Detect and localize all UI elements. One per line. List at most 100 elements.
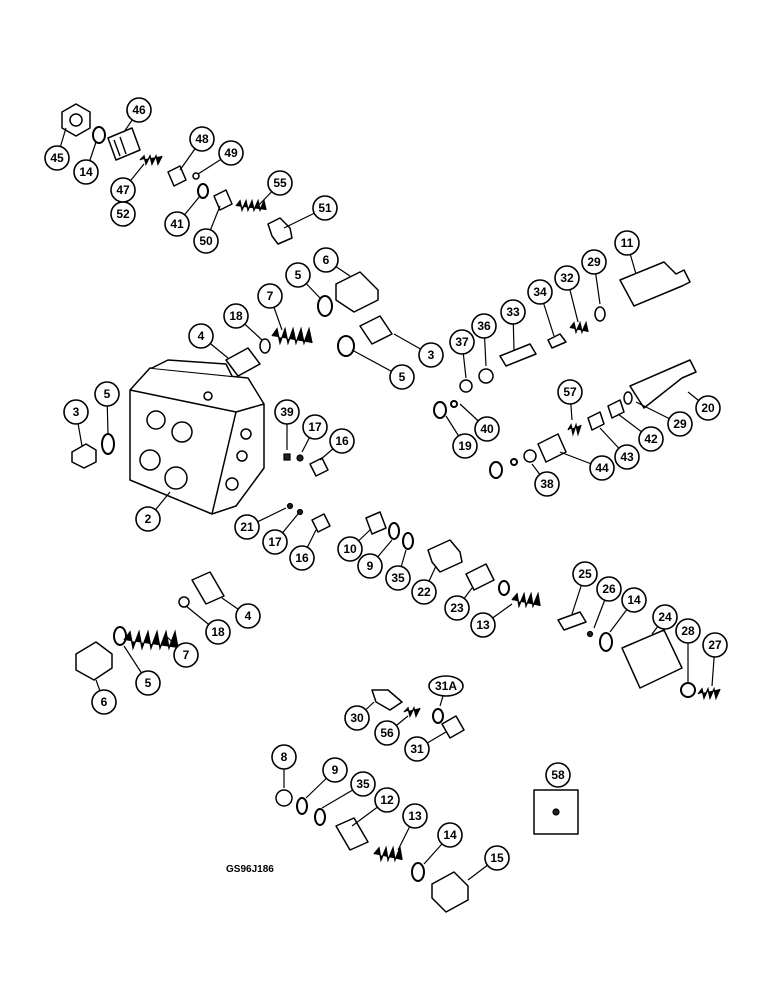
callout-label-c47: 47 [116, 183, 130, 197]
callout-label-c42: 42 [644, 432, 658, 446]
part-5-o-ring-left [101, 433, 115, 455]
callout-circle-c29b [667, 411, 693, 437]
part-4-piston-upper [225, 347, 261, 377]
callout-c35b: 35 [350, 771, 376, 797]
callout-c17b: 17 [262, 529, 288, 555]
callout-circle-c52 [110, 201, 136, 227]
callout-c7b: 7 [173, 642, 199, 668]
callout-label-c56: 56 [380, 726, 394, 740]
callout-markers: 4546144752484941505551657184351129323433… [44, 97, 728, 871]
part-14-o-ring-top [92, 126, 106, 144]
callout-circle-c22 [411, 579, 437, 605]
callout-label-c17b: 17 [268, 535, 282, 549]
callout-label-c28: 28 [681, 624, 695, 638]
callout-label-c23: 23 [450, 601, 464, 615]
callout-circle-c18b [205, 619, 231, 645]
callout-circle-c5b [389, 364, 415, 390]
callout-circle-c45 [44, 145, 70, 171]
callout-circle-c24 [652, 604, 678, 630]
callout-circle-c23 [444, 595, 470, 621]
callout-circle-c5c [94, 381, 120, 407]
callout-label-c35b: 35 [356, 777, 370, 791]
callout-circle-c7b [173, 642, 199, 668]
callout-label-c16b: 16 [295, 551, 309, 565]
callout-circle-c50 [193, 228, 219, 254]
part-27-screw [697, 686, 721, 701]
callout-label-c22: 22 [417, 585, 431, 599]
callout-circle-c17b [262, 529, 288, 555]
callout-circle-c9a [357, 553, 383, 579]
part-15-plug [431, 871, 469, 913]
callout-circle-c16b [289, 545, 315, 571]
callout-label-c21: 21 [240, 520, 254, 534]
callout-circle-c12 [374, 787, 400, 813]
callout-label-c39: 39 [280, 405, 294, 419]
part-2-valve-body [129, 359, 265, 515]
callout-circle-c40 [474, 416, 500, 442]
callout-circle-c35a [385, 565, 411, 591]
part-56-spring [403, 705, 421, 719]
part-34-pin [547, 333, 567, 349]
part-8-plug [275, 789, 293, 807]
callout-circle-c14b [621, 587, 647, 613]
callout-label-c24: 24 [658, 610, 672, 624]
callout-label-c34: 34 [533, 285, 547, 299]
part-29-washer-lower [623, 391, 633, 405]
callout-c56: 56 [374, 720, 400, 746]
part-13-spring-mid [511, 591, 541, 609]
callout-c49: 49 [218, 140, 244, 166]
callout-c31A: 31A [428, 675, 464, 697]
callout-c36: 36 [471, 313, 497, 339]
callout-circle-c56 [374, 720, 400, 746]
callout-circle-c58 [545, 762, 571, 788]
part-10-plug [365, 511, 387, 535]
part-4-piston-lower [191, 571, 225, 605]
callout-circle-c3b [63, 399, 89, 425]
callout-label-c12: 12 [380, 793, 394, 807]
callout-c48: 48 [189, 126, 215, 152]
part-16-plug-lower [311, 513, 331, 533]
callout-label-c26: 26 [602, 582, 616, 596]
callout-circle-c28 [675, 618, 701, 644]
callout-circle-c32 [554, 265, 580, 291]
part-44-seat [537, 433, 567, 463]
callout-circle-c31 [404, 736, 430, 762]
part-21-ball [286, 502, 294, 510]
part-18-washer-lower [178, 596, 190, 608]
callout-label-c25: 25 [578, 567, 592, 581]
callout-c29b: 29 [667, 411, 693, 437]
callout-c42: 42 [638, 426, 664, 452]
callout-c19: 19 [452, 433, 478, 459]
callout-c57: 57 [557, 379, 583, 405]
part-24-housing [621, 629, 683, 689]
callout-c21: 21 [234, 514, 260, 540]
callout-label-c5c: 5 [104, 387, 111, 401]
part-6-cap-upper [335, 271, 379, 313]
callout-circle-c39 [274, 399, 300, 425]
callout-label-c52: 52 [116, 207, 130, 221]
part-40-ring-lower [510, 458, 518, 466]
callout-c18a: 18 [223, 303, 249, 329]
callout-label-c31A: 31A [435, 679, 457, 693]
part-35-ring-mid [402, 532, 414, 550]
callout-label-c8: 8 [281, 750, 288, 764]
callout-label-c48: 48 [195, 132, 209, 146]
callout-c24: 24 [652, 604, 678, 630]
callout-c6b: 6 [91, 689, 117, 715]
part-41-o-ring [197, 183, 209, 199]
callout-label-c45: 45 [50, 151, 64, 165]
part-46-fitting [107, 127, 141, 161]
callout-label-c3a: 3 [428, 348, 435, 362]
part-28-washer [680, 682, 696, 698]
callout-circle-c19 [452, 433, 478, 459]
callout-label-c55: 55 [273, 176, 287, 190]
part-45-hex-nut [61, 103, 91, 137]
part-17-ball-lower [296, 508, 304, 516]
part-30-poppet [371, 689, 403, 711]
part-16-plug-upper [309, 457, 329, 477]
callout-label-c37: 37 [455, 335, 469, 349]
callout-circle-c57 [557, 379, 583, 405]
part-26-ball [586, 630, 594, 638]
callout-c9b: 9 [322, 757, 348, 783]
